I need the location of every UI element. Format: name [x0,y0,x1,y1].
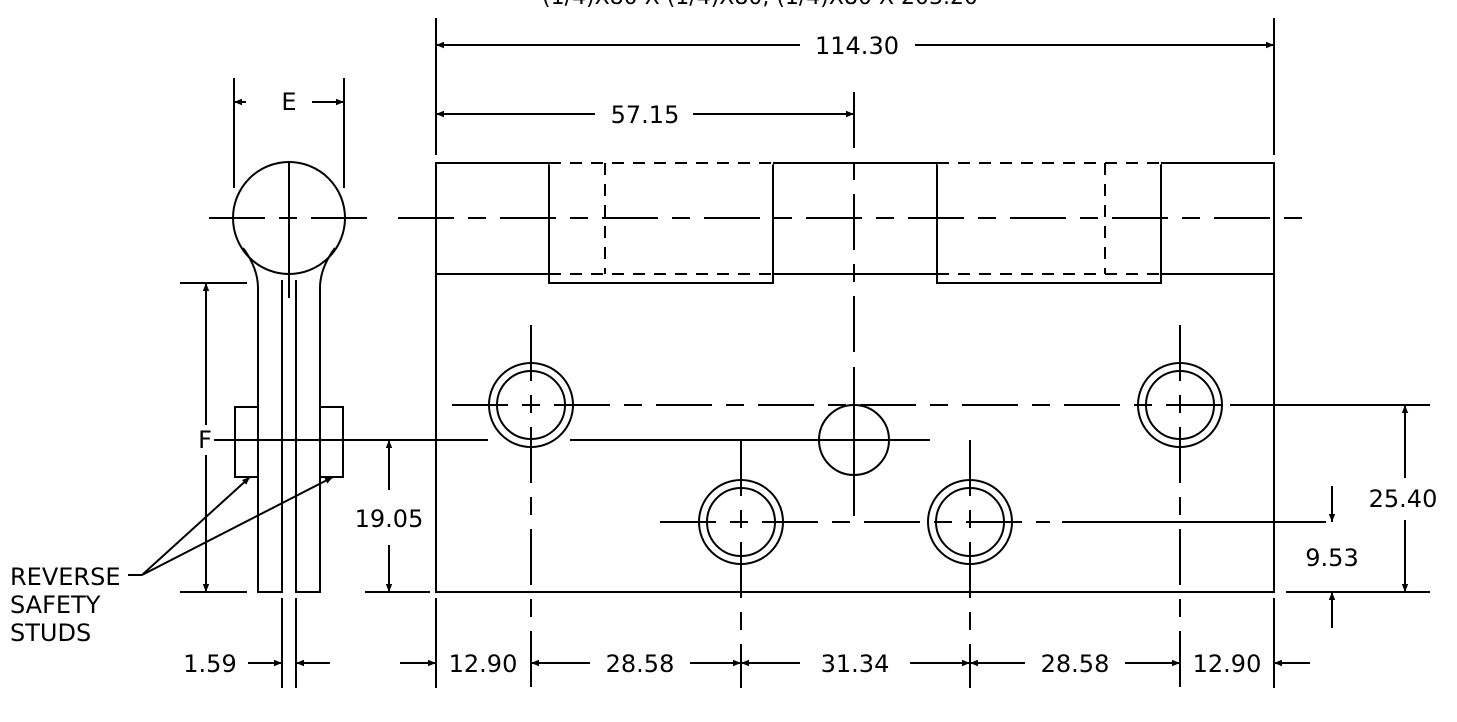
dim-spacing-2: 31.34 [821,650,890,678]
leaf-right [295,247,336,593]
callout-leader-2 [141,476,334,576]
top-dimensions: 114.30 57.15 [435,18,1275,155]
dim-left-edge: 12.90 [449,650,518,678]
stud-right [319,406,344,478]
dim-spacing-1: 28.58 [606,650,675,678]
dim-lower-hole-height: 9.53 [1305,544,1358,572]
left-height-dimension: 19.05 [355,440,430,593]
right-height-dimensions: 25.40 9.53 [1230,404,1438,628]
slot-left [548,163,774,284]
dim-center-hole-height: 19.05 [355,505,424,533]
t-label: 1.59 [183,650,236,678]
bottom-dimensions: 12.90 28.58 31.34 28.58 12.90 [400,598,1310,688]
front-view [398,92,1326,688]
dim-overall-width: 114.30 [815,32,899,60]
slot-right [936,163,1162,284]
callout-line-3: STUDS [10,619,91,647]
dim-spacing-3: 28.58 [1041,650,1110,678]
stud-left [234,406,259,478]
dim-half-width: 57.15 [611,101,680,129]
callout-line-2: SAFETY [10,591,101,619]
leaf-left [242,247,283,593]
callout-leader-1 [141,476,251,576]
f-label: F [198,426,212,454]
e-label: E [281,88,296,116]
dim-upper-hole-height: 25.40 [1369,485,1438,513]
side-view: E F REVERSE SAFETY STUDS 1.59 [10,78,488,688]
header-note: (1/4)X80 X (1/4)X80, (1/4)X80 X 203.20 [542,0,978,10]
dim-right-edge: 12.90 [1193,650,1262,678]
callout-line-1: REVERSE [10,563,121,591]
